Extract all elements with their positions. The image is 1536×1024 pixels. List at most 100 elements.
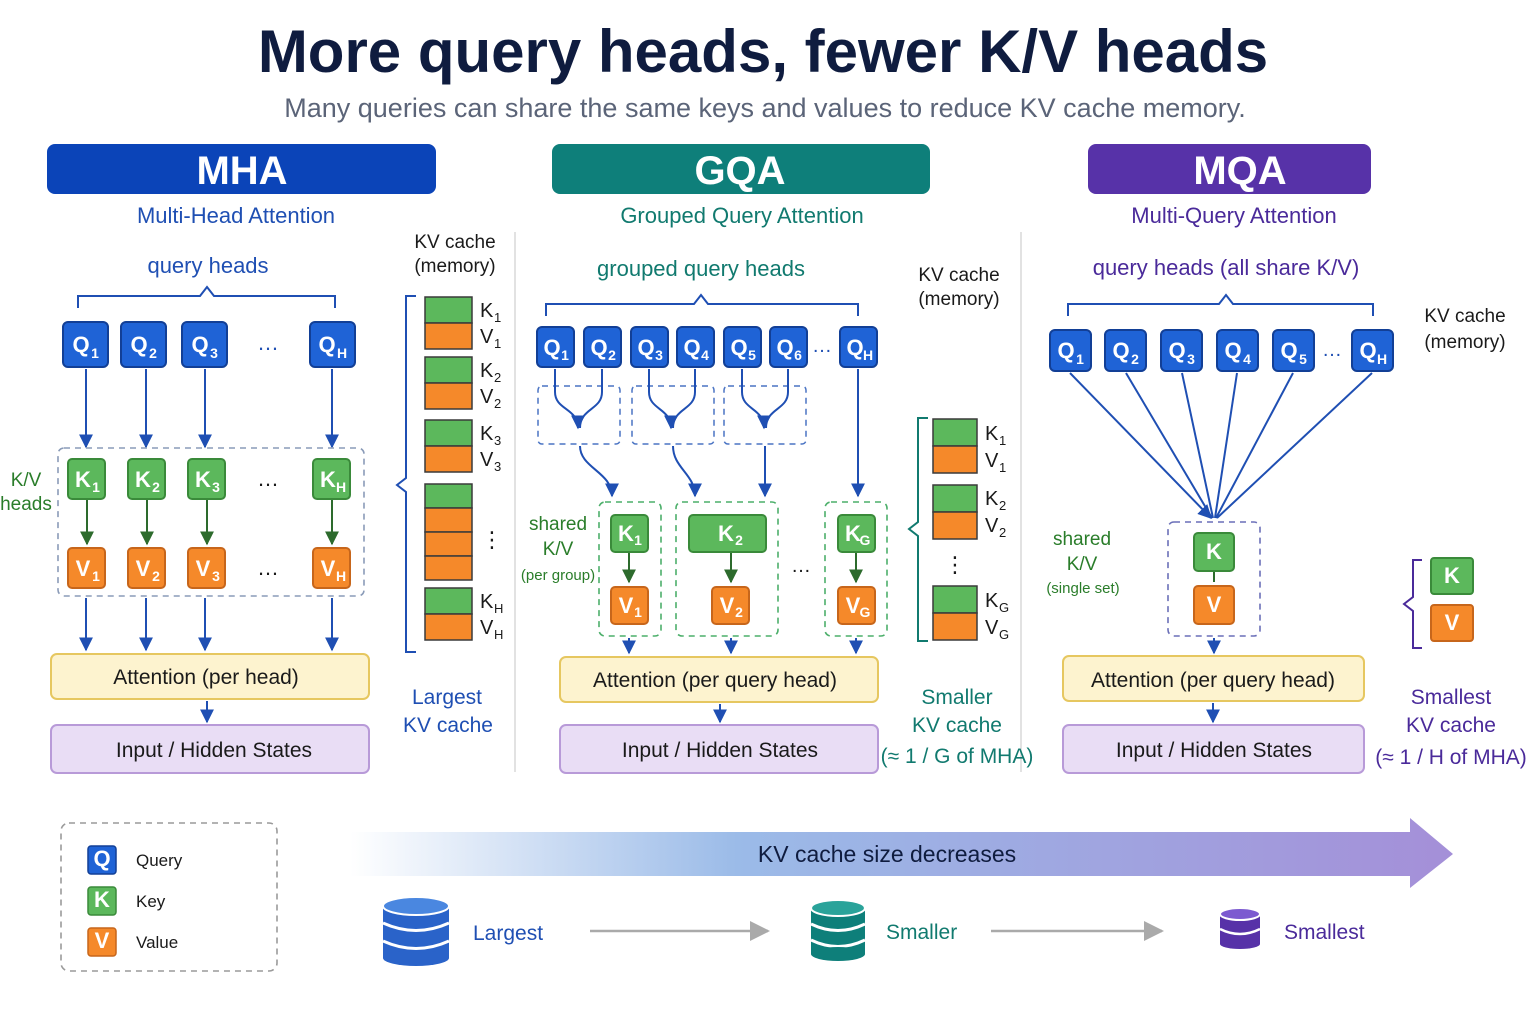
stage-label: Largest [473, 922, 543, 945]
gqa-cache-note-3: (≈ 1 / G of MHA) [881, 745, 1034, 768]
mqa-query-token: Q 2 [1104, 329, 1147, 372]
svg-text:1: 1 [494, 310, 501, 325]
gqa-v-to-attention-arrows [622, 638, 863, 655]
svg-text:2: 2 [999, 525, 1006, 540]
mha-query-token: Q 3 [181, 321, 228, 368]
svg-text:K: K [195, 467, 211, 492]
mqa-name: Multi-Query Attention [1131, 203, 1336, 228]
mqa-shared-label-3: (single set) [1046, 580, 1119, 597]
legend-key-label: Key [136, 892, 166, 911]
svg-text:K: K [480, 591, 494, 613]
svg-text:V: V [1445, 610, 1460, 635]
svg-text:K: K [618, 521, 634, 546]
database-icon [382, 896, 450, 966]
mha-cache-brace [395, 295, 416, 653]
mqa-input-label: Input / Hidden States [1116, 739, 1312, 762]
database-icon [810, 899, 866, 961]
mha-query-ellipsis: … [257, 330, 279, 355]
gqa-cache-note-2: KV cache [912, 714, 1002, 737]
mha-q-to-k-arrows [79, 369, 339, 449]
kv-size-arrow-label: KV cache size decreases [758, 841, 1016, 867]
mha-key-token: K 3 [187, 458, 226, 500]
gqa-query-token: Q 1 [536, 326, 575, 368]
mha-banner [47, 144, 436, 194]
svg-text:Q: Q [72, 332, 89, 357]
svg-text:H: H [336, 479, 346, 495]
svg-text:Q: Q [590, 335, 607, 360]
mqa-cache-brace [1402, 559, 1422, 649]
svg-text:6: 6 [794, 347, 802, 363]
svg-text:3: 3 [1187, 351, 1195, 367]
svg-text:V: V [619, 593, 634, 618]
mqa-cache-note-3: (≈ 1 / H of MHA) [1375, 746, 1527, 769]
gqa-kv-ellipsis: … [791, 555, 811, 577]
legend-query-swatch: Q [87, 845, 117, 875]
svg-text:Q: Q [1224, 338, 1241, 363]
svg-text:V: V [321, 556, 336, 581]
gqa-query-ellipsis: … [812, 335, 832, 357]
svg-text:4: 4 [1243, 351, 1251, 367]
mha-value-token: V H [312, 547, 351, 589]
mqa-cache-note-2: KV cache [1406, 714, 1496, 737]
svg-text:K: K [94, 887, 110, 912]
gqa-query-token: Q H [839, 326, 878, 368]
gqa-query-token: Q 4 [676, 326, 715, 368]
mqa-input-box [1062, 724, 1365, 774]
mha-query-brace [77, 285, 336, 308]
stage-label: Smaller [886, 921, 957, 944]
mha-banner-label: MHA [196, 149, 287, 193]
svg-text:Q: Q [730, 335, 747, 360]
gqa-value-token: V G [837, 586, 876, 625]
svg-text:K: K [480, 300, 494, 322]
legend: Q Query K Key V Value [60, 822, 278, 972]
svg-text:K: K [845, 521, 861, 546]
mha-cache-note: Largest [412, 686, 482, 709]
svg-text:1: 1 [634, 532, 642, 548]
svg-text:V: V [1207, 592, 1222, 617]
svg-text:H: H [1377, 351, 1387, 367]
database-icon [1219, 907, 1261, 949]
svg-text:G: G [860, 604, 871, 620]
page-title: More query heads, fewer K/V heads [258, 18, 1268, 85]
svg-text:3: 3 [210, 345, 218, 361]
mha-query-token: Q H [309, 321, 356, 368]
mha-k-to-v-arrows [80, 500, 339, 546]
mha-attention-box [50, 653, 370, 700]
svg-text:G: G [999, 600, 1009, 615]
mqa-shared-label: shared [1053, 529, 1111, 550]
mqa-shared-label-2: K/V [1067, 554, 1098, 575]
svg-text:5: 5 [1299, 351, 1307, 367]
svg-text:H: H [336, 568, 346, 584]
svg-text:K: K [320, 467, 336, 492]
mqa-attention-box [1062, 655, 1365, 702]
legend-query-label: Query [136, 851, 183, 870]
legend-value-label: Value [136, 933, 178, 952]
legend-key-swatch: K [87, 886, 117, 916]
mha-cache-filler [424, 483, 473, 581]
svg-text:K: K [985, 423, 999, 445]
svg-text:K: K [718, 521, 734, 546]
gqa-query-brace [545, 293, 859, 316]
mqa-attention-label: Attention (per query head) [1091, 669, 1335, 692]
svg-text:H: H [494, 627, 503, 642]
gqa-shared-label: shared [529, 514, 587, 535]
mha-key-ellipsis: … [257, 466, 279, 491]
svg-text:H: H [494, 601, 503, 616]
legend-value-swatch: V [87, 927, 117, 957]
svg-text:1: 1 [91, 345, 99, 361]
mha-attention-label: Attention (per head) [113, 666, 299, 689]
svg-text:1: 1 [92, 568, 100, 584]
svg-text:1: 1 [92, 479, 100, 495]
gqa-query-token: Q 3 [630, 326, 669, 368]
svg-text:Q: Q [846, 335, 863, 360]
mqa-section: MQA Multi-Query Attention query heads (a… [1046, 144, 1527, 774]
svg-text:4: 4 [701, 347, 709, 363]
mha-cache-vdots: ⋮ [481, 527, 503, 552]
page-subtitle: Many queries can share the same keys and… [284, 93, 1245, 123]
svg-text:3: 3 [494, 433, 501, 448]
